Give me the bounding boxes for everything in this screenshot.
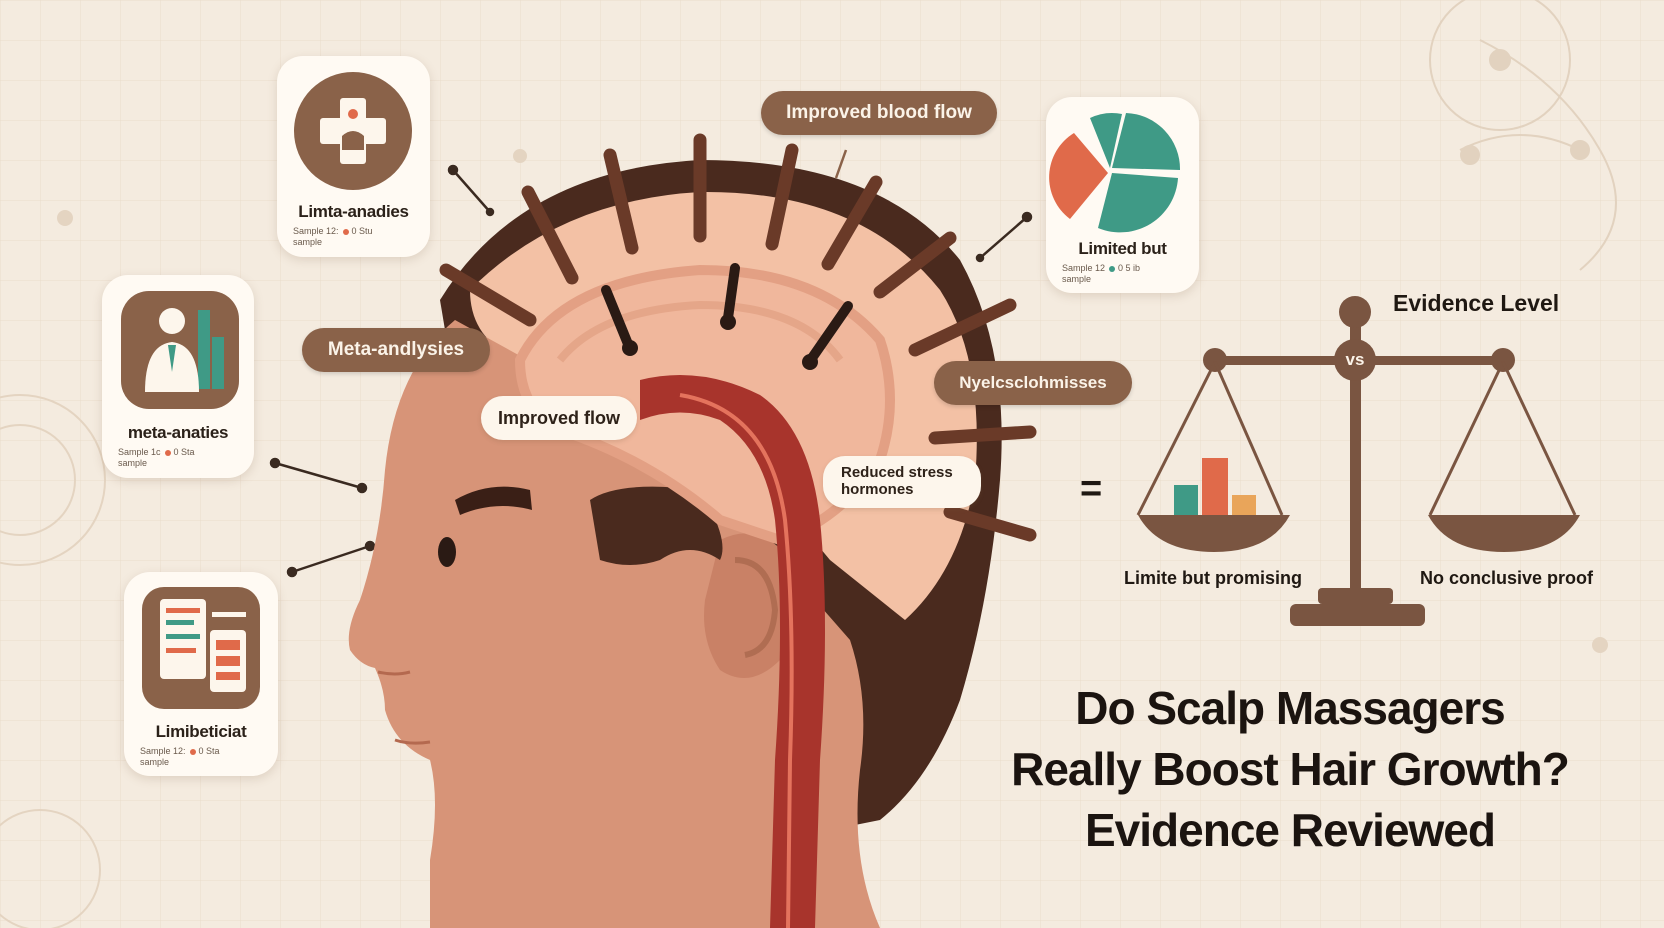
status-dot: [342, 228, 349, 235]
title-line-3: Evidence Reviewed: [1085, 804, 1496, 856]
study-card-1: Limta-anadies Sample 12:0 Stu sample: [277, 56, 430, 257]
card-label: meta-anaties: [127, 423, 229, 442]
label-myelo: Nyelcsclohmisses: [934, 361, 1132, 405]
card-meta: Sample 12:0 Sta sample: [140, 746, 220, 767]
evidence-level-heading: Evidence Level: [1393, 290, 1560, 316]
card-meta: Sample 12:0 Stu sample: [293, 226, 373, 247]
card-label: Limibeticiat: [155, 722, 247, 741]
label-meta-analyses: Meta-andlysies: [302, 328, 490, 372]
scale-left-label: Limite but promising: [1124, 568, 1302, 588]
status-dot: [189, 748, 196, 755]
card-label: Limited but: [1078, 239, 1167, 258]
study-card-3: Limibeticiat Sample 12:0 Sta sample: [124, 572, 278, 776]
card-label: Limta-anadies: [298, 202, 409, 221]
circle-decoration: [0, 149, 1608, 928]
equals-sign: =: [1080, 468, 1103, 510]
title-line-2: Really Boost Hair Growth?: [1011, 743, 1570, 795]
head-illustration: [348, 133, 1037, 928]
network-decoration: [1429, 0, 1617, 271]
label-improved-blood-flow: Improved blood flow: [761, 91, 997, 135]
scale-right-label: No conclusive proof: [1420, 568, 1594, 588]
label-improved-flow: Improved flow: [481, 396, 637, 440]
balance-scale-illustration: [1136, 296, 1580, 626]
status-dot: [164, 449, 171, 456]
page-title: Do Scalp Massagers Really Boost Hair Gro…: [960, 678, 1620, 861]
vs-badge: vs: [1345, 350, 1365, 369]
title-line-1: Do Scalp Massagers: [1075, 682, 1505, 734]
label-reduced-stress: Reduced stress hormones: [823, 456, 981, 508]
status-dot: [1109, 265, 1116, 272]
